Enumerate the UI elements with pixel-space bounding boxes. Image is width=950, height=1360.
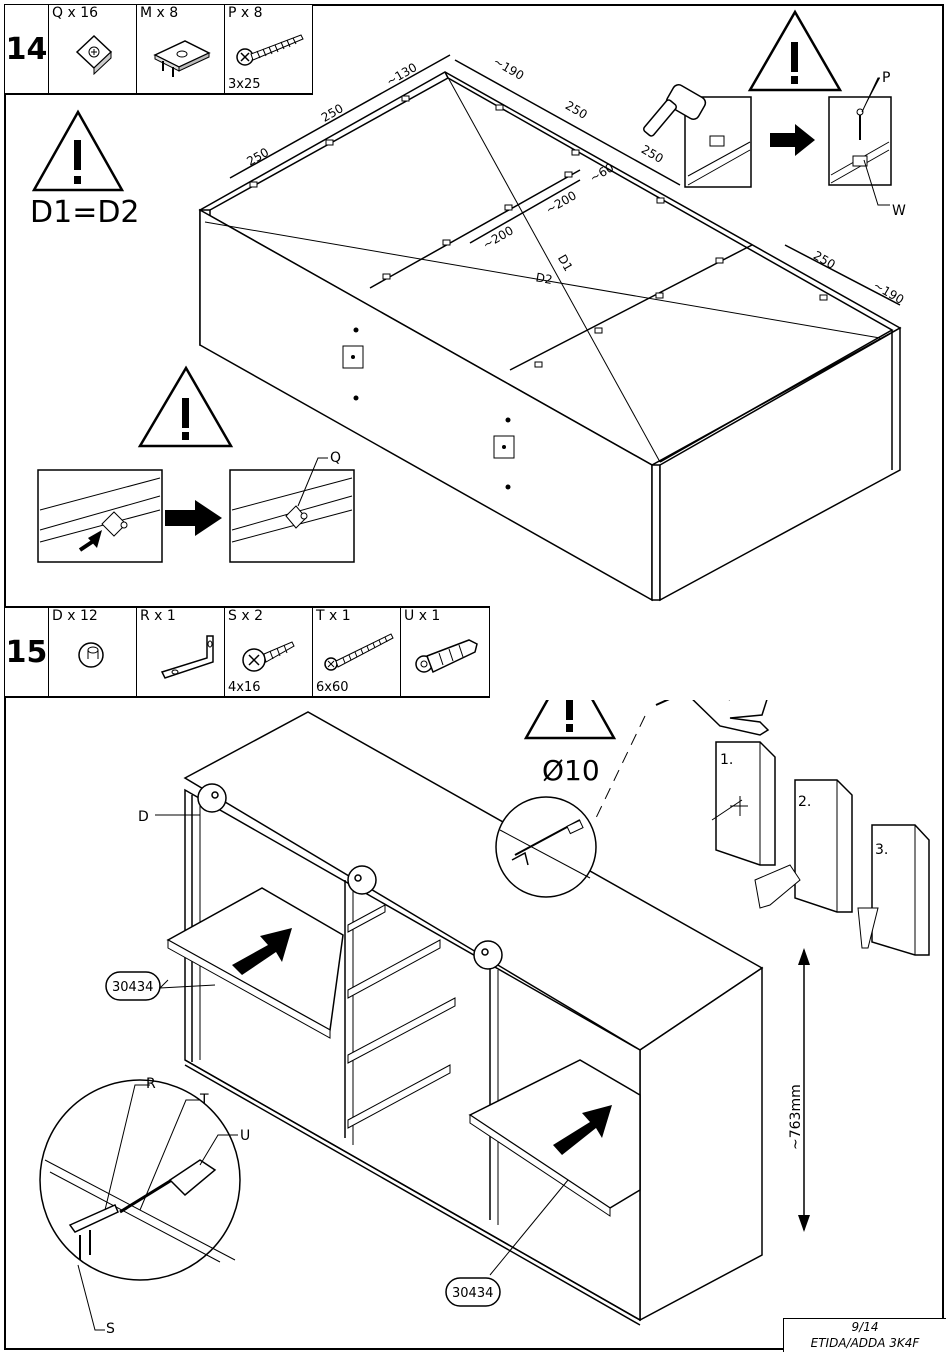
shelf-right xyxy=(468,1059,641,1217)
shelf-code-right-text: 30434 xyxy=(452,1286,493,1301)
dim-label: 250 xyxy=(639,142,666,166)
warning-icon xyxy=(523,700,617,740)
callout-r: R xyxy=(146,1076,156,1092)
part-t-cell: T x 1 6x60 xyxy=(312,607,401,697)
page-number: 9/14 xyxy=(851,1320,879,1334)
anchor-detail-circle xyxy=(495,796,597,898)
height-dimension xyxy=(798,948,810,1232)
part-d-label: D x 12 xyxy=(52,608,98,624)
part-t-label: T x 1 xyxy=(316,608,351,624)
step14-header-line xyxy=(4,93,313,95)
callout-q: Q xyxy=(330,450,341,466)
dim-label: 250 xyxy=(563,98,590,122)
step-3-label: 3. xyxy=(875,842,888,858)
cabinet-front-view xyxy=(183,711,764,1326)
hammer-icon xyxy=(643,84,707,137)
callout-d: D xyxy=(138,809,149,825)
dim-label: 250 xyxy=(811,248,838,272)
step-15-number: 15 xyxy=(4,607,49,697)
callout-lines xyxy=(77,979,569,1331)
step-14-diagram: D1=D2 250 250 ~130 ~190 250 250 ~60 ~200… xyxy=(30,9,907,602)
cabinet-back-view xyxy=(198,54,902,602)
step-15-diagram: Ø10 1. 2. 3. xyxy=(39,700,930,1337)
screw-detail xyxy=(828,77,892,206)
product-name: ETIDA/ADDA 3K4F xyxy=(810,1336,920,1350)
wall-step-1 xyxy=(711,741,776,866)
callout-u: U xyxy=(240,1128,250,1144)
part-u-cell: U x 1 xyxy=(400,607,490,697)
wall-plug-icon xyxy=(415,639,478,674)
part-d-cell: D x 12 xyxy=(48,607,137,697)
part-s-label: S x 2 xyxy=(228,608,263,624)
part-s-size: 4x16 xyxy=(228,680,261,695)
long-screw-icon xyxy=(324,633,394,671)
screw-icon xyxy=(242,641,295,672)
callout-w: W xyxy=(892,203,906,219)
part-m-cell: M x 8 xyxy=(136,4,225,94)
dim-label: ~130 xyxy=(384,60,420,89)
step15-top-line xyxy=(4,606,490,608)
drawer-runners xyxy=(347,904,456,1129)
hammer-detail xyxy=(643,84,752,188)
cap-icon xyxy=(78,642,104,668)
callout-t: T xyxy=(199,1092,209,1108)
warning-d1-d2-text: D1=D2 xyxy=(30,195,140,230)
step-15-number-text: 15 xyxy=(5,634,48,670)
q-detail-before xyxy=(37,469,163,563)
dim-label: ~190 xyxy=(491,54,527,83)
part-m-label: M x 8 xyxy=(140,5,179,21)
part-s-cell: S x 2 4x16 xyxy=(224,607,313,697)
step15-header-line xyxy=(4,696,490,698)
warning-icon xyxy=(137,365,234,448)
part-q-label: Q x 16 xyxy=(52,5,99,21)
step-1-label: 1. xyxy=(720,752,733,768)
step-2-label: 2. xyxy=(798,794,811,810)
shelf-code-left-text: 30434 xyxy=(112,980,153,995)
corner-block-icon xyxy=(75,34,113,75)
part-r-label: R x 1 xyxy=(140,608,176,624)
bracket-icon xyxy=(160,635,214,679)
wall-mount-detail-circle xyxy=(39,1079,241,1281)
shelf-code-right: 30434 xyxy=(445,1277,501,1307)
part-p-label: P x 8 xyxy=(228,5,263,21)
dim-label: 250 xyxy=(244,145,271,169)
dim-label: ~190 xyxy=(871,278,907,307)
footer-box: 9/14 ETIDA/ADDA 3K4F xyxy=(783,1318,946,1352)
part-p-size: 3x25 xyxy=(228,77,261,92)
mounting-plates xyxy=(249,95,828,368)
cap-circles xyxy=(197,783,503,970)
part-u-label: U x 1 xyxy=(404,608,441,624)
shelf-code-left: 30434 xyxy=(105,971,161,1001)
callout-s: S xyxy=(106,1321,115,1337)
step-14-number-text: 14 xyxy=(5,31,48,67)
q-detail-after xyxy=(229,457,355,563)
part-p-cell: P x 8 3x25 xyxy=(224,4,313,94)
callout-p: P xyxy=(882,70,890,86)
drill-icon xyxy=(655,700,770,736)
height-dimension-label: ~763mm xyxy=(788,1084,804,1150)
part-r-cell: R x 1 xyxy=(136,607,225,697)
wall-step-2 xyxy=(754,779,853,913)
warning-icon xyxy=(31,109,125,192)
front-hardware xyxy=(342,327,515,490)
screw-icon xyxy=(236,34,304,66)
drill-diameter: Ø10 xyxy=(542,754,600,787)
warning-icon xyxy=(747,9,843,92)
arrow-right-icon xyxy=(165,500,222,536)
part-t-size: 6x60 xyxy=(316,680,349,695)
diagonal-d2-label: D2 xyxy=(535,270,554,287)
arrow-right-icon xyxy=(770,124,815,156)
mounting-plate-icon xyxy=(153,40,211,77)
wall-step-3 xyxy=(857,824,930,956)
shelf-left xyxy=(166,887,344,1039)
